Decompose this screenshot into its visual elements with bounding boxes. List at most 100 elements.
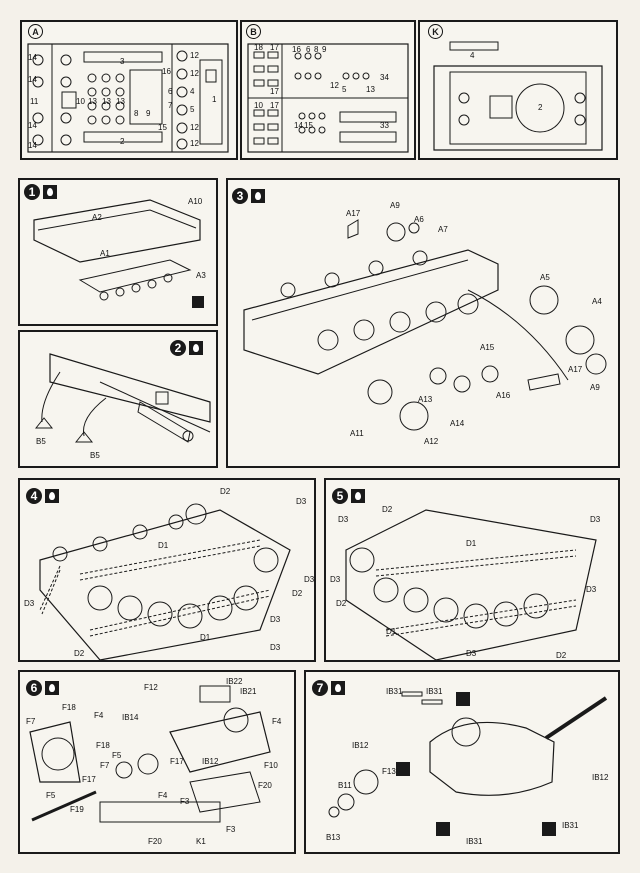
part-label: D2 [292,589,303,598]
part-label: IB12 [202,757,219,766]
part-label: 12 [190,139,199,148]
step-1-header: 1 [24,184,57,200]
part-label: D3 [304,575,315,584]
part-label: IB12 [592,773,609,782]
part-label: 8 [314,45,319,54]
step-1-panel: 1 A2 A10 A1 A3 [18,178,218,326]
part-label: 13 [88,97,97,106]
glue-icon [45,489,59,503]
part-label: D2 [556,651,567,660]
part-label: A2 [92,213,102,222]
part-label: 6 [168,87,173,96]
part-label: IB12 [352,741,369,750]
glue-icon [331,681,345,695]
part-label: A9 [390,201,400,210]
step-6-header: 6 [26,680,59,696]
part-label: D1 [466,539,477,548]
part-label: 17 [270,87,279,96]
glue-icon [251,189,265,203]
step-2-drawing [34,353,211,443]
part-label: 14 [28,141,37,150]
part-label: D1 [200,633,211,642]
part-label: F10 [264,761,278,770]
part-label: 12 [190,69,199,78]
part-label: D3 [590,515,601,524]
step-2-header: 2 [170,340,203,356]
part-label: D3 [466,649,477,658]
part-label: F3 [226,825,236,834]
part-label: D3 [296,497,307,506]
sprue-k-panel: K 4 2 [418,20,618,160]
part-label: 2 [538,103,543,112]
part-label: 17 [270,43,279,52]
part-label: D2 [220,487,231,496]
part-label: 12 [190,51,199,60]
part-label: B11 [338,781,352,790]
step-3-header: 3 [232,188,265,204]
step-5-header: 5 [332,488,365,504]
part-label: A12 [424,437,439,446]
step-7-drawing [328,691,608,836]
part-label: A17 [568,365,583,374]
part-label: 14 [28,53,37,62]
part-label: 6 [306,45,311,54]
step-7-header: 7 [312,680,345,696]
step-number: 6 [26,680,42,696]
part-label: 5 [190,105,195,114]
part-label: 15 [304,121,313,130]
sprue-b-drawing [247,43,409,153]
step-5-drawing [345,509,597,660]
part-label: A13 [418,395,433,404]
part-label: D3 [270,643,281,652]
part-label: B5 [36,437,46,446]
part-label: F4 [94,711,104,720]
part-label: A10 [188,197,203,206]
part-label: 7 [168,101,173,110]
step-7-panel: 7 IB31 IB31 IB12 F13 B11 IB12 B13 IB31 I… [304,670,620,854]
part-label: 8 [134,109,139,118]
part-label: B13 [326,833,341,842]
step-number: 3 [232,188,248,204]
part-label: 33 [380,121,389,130]
part-label: D3 [330,575,341,584]
part-label: 11 [30,97,39,106]
sprue-b-letter: B [246,24,261,39]
part-label: IB31 [386,687,403,696]
step-number: 5 [332,488,348,504]
sprue-a-panel: A 14 14 14 14 11 10 13 13 13 3 16 2 12 1… [20,20,238,160]
part-label: F4 [158,791,168,800]
step-1-drawing [33,199,204,308]
part-label: F13 [382,767,396,776]
sprue-k-letter: K [428,24,443,39]
part-label: A7 [438,225,448,234]
part-label: A17 [346,209,361,218]
step-6-drawing [29,685,271,823]
part-label: 1 [212,95,217,104]
part-label: A14 [450,419,465,428]
part-label: 3 [120,57,125,66]
part-label: F3 [180,797,190,806]
part-label: 15 [158,123,167,132]
part-label: 18 [254,43,263,52]
part-label: F20 [148,837,162,846]
part-label: A6 [414,215,424,224]
part-label: 12 [190,123,199,132]
step-number: 4 [26,488,42,504]
step-2-panel: 2 B5 B5 [18,330,218,468]
part-label: A11 [350,429,364,438]
part-label: IB31 [562,821,579,830]
part-label: F7 [100,761,110,770]
part-label: 9 [146,109,151,118]
part-label: F17 [82,775,96,784]
part-label: 4 [190,87,195,96]
part-label: IB14 [122,713,139,722]
part-label: D1 [386,627,397,636]
step-3-drawing [243,219,607,431]
step-4-header: 4 [26,488,59,504]
part-label: 10 [254,101,263,110]
step-number: 1 [24,184,40,200]
part-label: 5 [342,85,347,94]
step-4-panel: 4 D2 D3 D3 D1 D3 D2 D3 D1 D2 D3 [18,478,316,662]
part-label: IB22 [226,677,243,686]
part-label: F12 [144,683,158,692]
